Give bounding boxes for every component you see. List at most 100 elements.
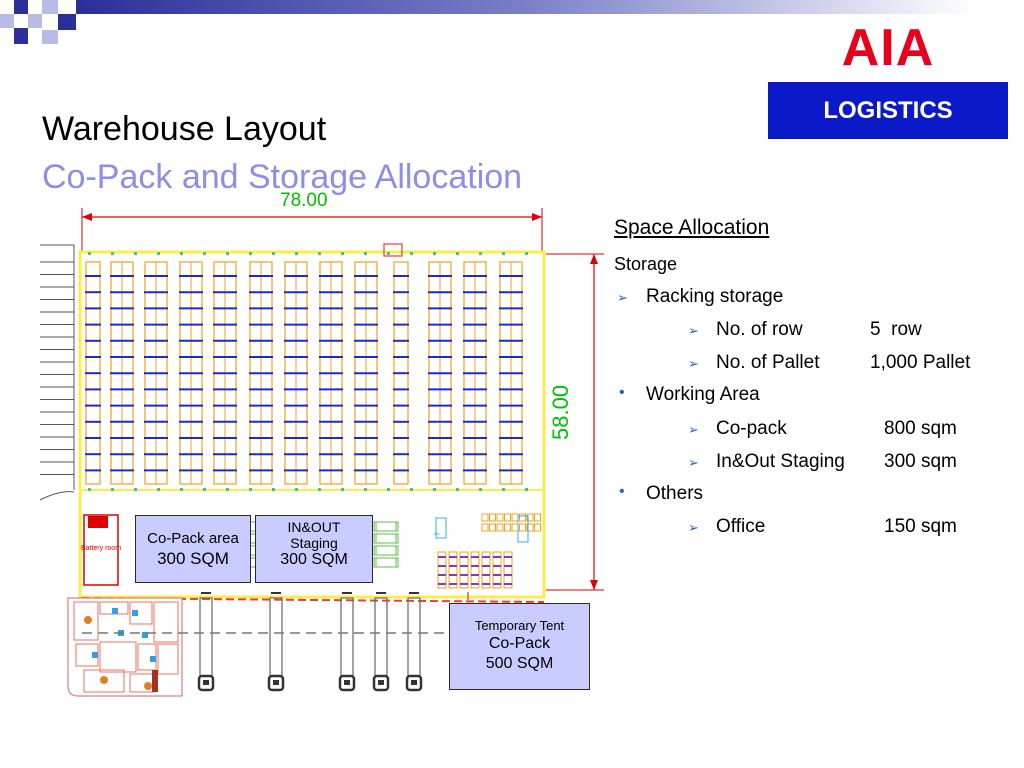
others-label: Others: [646, 483, 704, 504]
row-count-value: 5 row: [870, 319, 922, 340]
rack-column: [144, 261, 168, 485]
pallet-cell: [511, 513, 519, 522]
truck-dock: [197, 592, 215, 692]
staging-area-box: IN&OUT Staging 300 SQM: [255, 515, 373, 583]
staging-area-title: IN&OUT: [287, 519, 341, 535]
office-fixture: [92, 652, 98, 658]
arrow-bullet-icon: ➢: [617, 290, 628, 305]
staging-cell: [373, 545, 397, 556]
office-room: [73, 601, 99, 641]
column-marker: [203, 488, 206, 491]
pallet-count-value: 1,000 Pallet: [870, 352, 971, 373]
column-marker: [433, 488, 436, 491]
office-room: [153, 601, 179, 643]
column-marker: [226, 488, 229, 491]
column-marker: [180, 488, 183, 491]
column-marker: [318, 488, 321, 491]
rack-column: [354, 261, 378, 485]
staging-cell: [375, 557, 399, 568]
office-room: [99, 641, 137, 673]
staging-cell: [375, 545, 399, 556]
column-marker: [111, 488, 114, 491]
pallet-count-label: No. of Pallet: [716, 352, 820, 373]
small-rack: [459, 551, 469, 589]
office-fixture: [142, 632, 148, 638]
column-marker: [433, 252, 436, 255]
column-marker: [410, 252, 413, 255]
column-marker: [502, 488, 505, 491]
copack-area-size: 300 SQM: [157, 549, 229, 568]
storage-label: Storage: [614, 254, 678, 274]
truck-body: [199, 597, 213, 677]
column-marker: [180, 252, 183, 255]
staging-cell: [375, 533, 399, 544]
truck-window: [411, 680, 417, 685]
building-outline: [78, 250, 546, 599]
column-marker: [226, 252, 229, 255]
pallet-cell: [481, 513, 489, 522]
column-marker: [525, 252, 528, 255]
staging-area-subtitle: Staging: [290, 535, 338, 551]
tent-area-title: Temporary Tent: [474, 618, 565, 633]
width-dimension-label: 78.00: [280, 190, 328, 211]
office-room: [83, 669, 125, 693]
truck-cab: [372, 674, 390, 692]
pallet-cell: [481, 523, 489, 532]
column-marker: [479, 252, 482, 255]
column-marker: [479, 488, 482, 491]
slide-title: Warehouse Layout: [42, 110, 327, 148]
column-marker: [272, 252, 275, 255]
column-marker: [88, 488, 91, 491]
office-fixture: [132, 610, 138, 616]
staging-cell: [373, 557, 397, 568]
arrow-bullet-icon: ➢: [688, 323, 699, 338]
rack-column: [284, 261, 308, 485]
truck-window: [273, 680, 279, 685]
space-allocation-heading: Space Allocation: [614, 216, 770, 239]
copack-label: Co-pack: [716, 418, 787, 439]
truck-window: [203, 680, 209, 685]
arrow-bullet-icon: ➢: [688, 455, 699, 470]
arrow-bullet-icon: ➢: [688, 422, 699, 437]
office-area: [67, 597, 183, 697]
office-label: Office: [716, 516, 766, 537]
truck-body: [374, 597, 388, 677]
column-marker: [249, 488, 252, 491]
column-marker: [456, 252, 459, 255]
rack-column: [428, 261, 452, 485]
truck-cab: [267, 674, 285, 692]
truck-window: [344, 680, 350, 685]
battery-room-label: Battery room: [81, 545, 121, 552]
tent-area-subtitle: Co-Pack: [488, 635, 551, 652]
office-fixture: [84, 616, 92, 624]
truck-cab: [338, 674, 356, 692]
small-rack: [470, 551, 480, 589]
pallet-cell: [496, 513, 504, 522]
office-fixture: [150, 656, 156, 662]
staging-value: 300 sqm: [884, 451, 957, 472]
rack-column: [319, 261, 343, 485]
tent-area-size: 500 SQM: [485, 655, 554, 672]
pallet-cell: [489, 513, 496, 522]
pallet-cell: [511, 523, 519, 532]
staging-area-size: 300 SQM: [280, 551, 348, 568]
staging-cell: [375, 521, 399, 532]
staging-label: In&Out Staging: [716, 451, 845, 472]
pallet-cell: [534, 523, 541, 532]
truck-dock: [338, 592, 356, 692]
column-marker: [111, 252, 114, 255]
column-marker: [410, 488, 413, 491]
truck-window: [378, 680, 384, 685]
pallet-grid: [481, 513, 541, 532]
pallet-cell: [504, 513, 511, 522]
office-value: 150 sqm: [884, 516, 957, 537]
office-room: [129, 601, 153, 625]
office-room: [157, 643, 179, 675]
column-marker: [88, 252, 91, 255]
small-rack: [437, 551, 447, 589]
staging-cell: [373, 533, 397, 544]
pallet-cell: [496, 523, 504, 532]
arrow-bullet-icon: ➢: [688, 356, 699, 371]
truck-cab: [197, 674, 215, 692]
column-marker: [157, 488, 160, 491]
